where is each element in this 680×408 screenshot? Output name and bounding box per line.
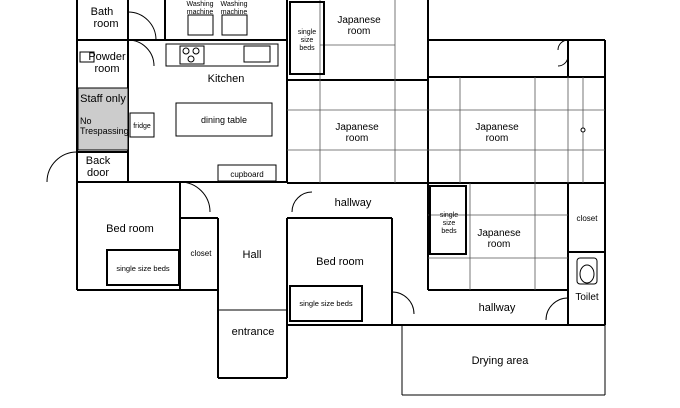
dining-table: [175, 102, 273, 137]
beds-right: [429, 185, 467, 255]
walls: [76, 0, 606, 396]
label-bedroom-mid: Bed room: [316, 256, 364, 268]
staff-only-area: [77, 87, 129, 151]
label-beds-mid: single size beds: [299, 299, 353, 308]
fridge: [129, 112, 155, 138]
label-bedroom-left: Bed room: [106, 223, 154, 235]
beds-left: [106, 249, 180, 286]
label-kitchen: Kitchen: [208, 73, 245, 85]
kitchen-counter: [165, 43, 279, 67]
beds-mid: [289, 285, 363, 322]
basin: [79, 51, 95, 63]
label-hall: Hall: [243, 249, 262, 261]
label-hallway-top: hallway: [335, 197, 372, 209]
stove: [179, 45, 205, 65]
sink: [243, 45, 271, 63]
label-closet-right: closet: [577, 214, 599, 223]
label-dining-table: dining table: [201, 115, 247, 125]
label-beds-left: single size beds: [116, 264, 170, 273]
label-entrance: entrance: [232, 326, 275, 338]
beds-top: [289, 1, 325, 75]
label-fridge: fridge: [133, 123, 151, 130]
washing-machine-1: [187, 14, 214, 36]
washing-machine-2: [221, 14, 248, 36]
toilet-fixture: [576, 257, 598, 285]
cupboard: [217, 164, 277, 182]
label-closet-left: closet: [191, 249, 213, 258]
doors: [46, 11, 569, 321]
label-hallway-bottom: hallway: [479, 302, 516, 314]
label-drying-area: Drying area: [472, 355, 530, 367]
tatami-lines: [287, 0, 605, 290]
fixtures: [77, 1, 598, 322]
label-staff: Staff only: [80, 93, 126, 105]
label-cupboard: cupboard: [230, 170, 263, 179]
label-toilet: Toilet: [575, 292, 599, 303]
